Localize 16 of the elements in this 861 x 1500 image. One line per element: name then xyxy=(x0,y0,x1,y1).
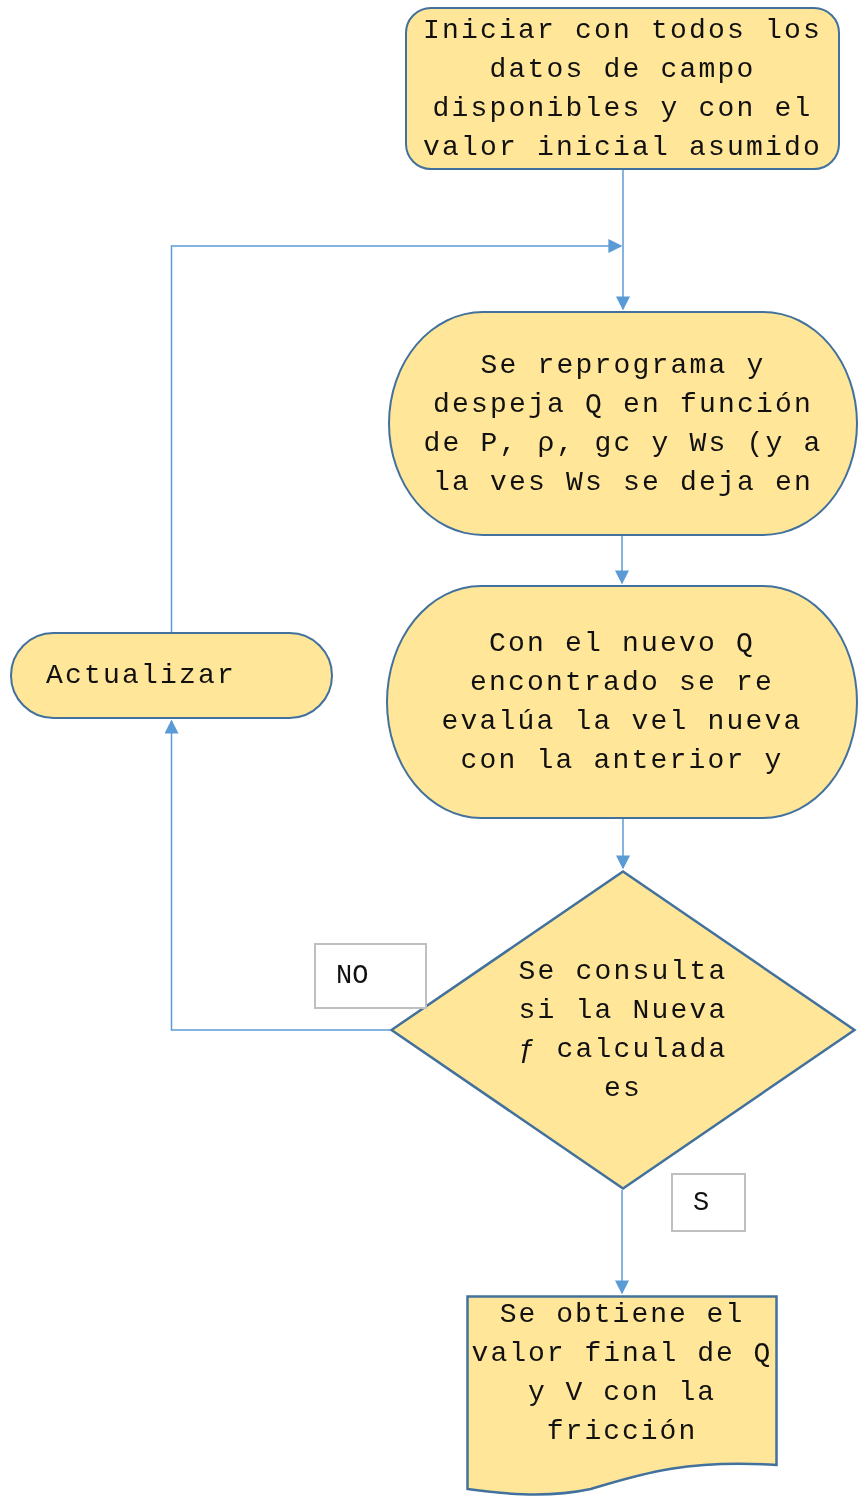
decision-diamond xyxy=(390,870,856,1190)
node-text: Se consulta si la Nueva ƒ calculada es xyxy=(517,955,729,1106)
arrow xyxy=(164,719,391,1031)
node-text: Actualizar xyxy=(46,659,238,693)
edge-label: NO xyxy=(314,943,427,1009)
node-text: Se reprograma y despeja Q en función de P, ρ, gc y Ws (y a la ves Ws se deja en xyxy=(422,348,824,500)
node-text: Con el nuevo Q encontrado se re evalúa la vel nueva con la anterior y xyxy=(440,627,804,778)
document-box xyxy=(466,1295,778,1495)
node-text: Iniciar con todos los datos de campo disponibles y con el valor inicial asumido xyxy=(421,13,824,165)
node-text: Se obtiene el valor final de Q y V con la fricción xyxy=(470,1298,774,1449)
arrow xyxy=(616,169,630,311)
arrow xyxy=(170,239,623,633)
arrow xyxy=(616,818,630,870)
arrow xyxy=(615,535,629,585)
arrow xyxy=(615,1189,629,1295)
edge-label: S xyxy=(671,1173,746,1232)
